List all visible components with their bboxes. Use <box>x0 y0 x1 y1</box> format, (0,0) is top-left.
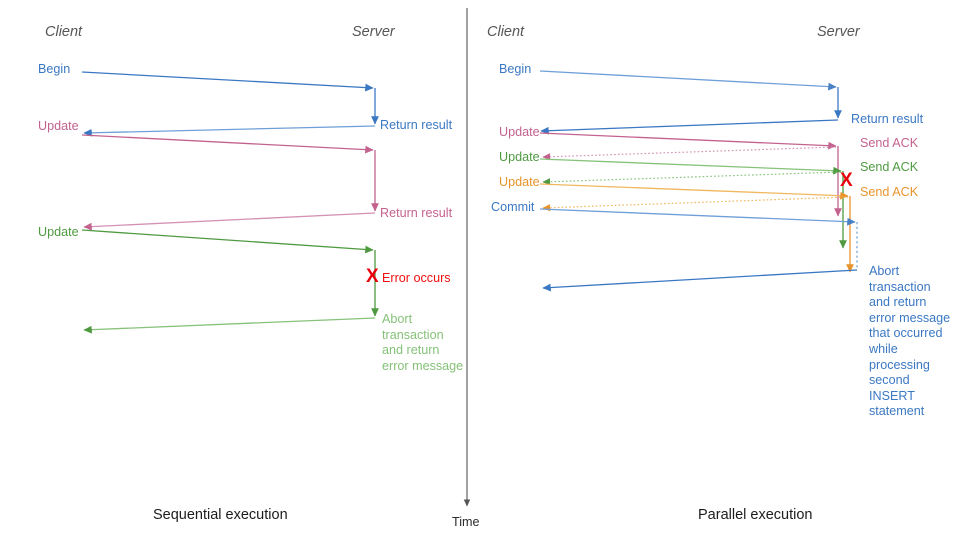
right-message-commit: Commit <box>491 200 535 214</box>
right-message-begin: Begin <box>499 62 532 76</box>
abort-line: Abort <box>382 312 413 326</box>
abort-line: and return <box>869 295 927 310</box>
right-panel-caption: Parallel execution <box>698 507 813 523</box>
abort-line: transaction <box>382 327 444 342</box>
abort-line: that occurred <box>869 326 943 341</box>
abort-line: error message <box>869 310 951 325</box>
left-message-begin: Begin <box>38 62 71 76</box>
abort-line: second <box>869 373 910 388</box>
right-flow-begin <box>539 70 842 135</box>
left-reply-return-result-1: Return result <box>380 118 453 132</box>
right-flow-update-2 <box>539 158 847 249</box>
right-reply-send-ack-2: Send ACK <box>860 160 919 174</box>
left-message-update-1: Update <box>38 119 79 133</box>
right-reply-send-ack-1: Send ACK <box>860 136 919 150</box>
left-panel-caption: Sequential execution <box>153 507 288 523</box>
abort-line: INSERT <box>869 388 915 403</box>
left-error-label: Error occurs <box>382 271 451 285</box>
left-error-x-icon: X <box>366 266 379 287</box>
left-flow-update-1 <box>81 134 379 231</box>
right-flow-commit <box>539 208 858 292</box>
left-reply-return-result-2: Return result <box>380 206 453 220</box>
right-reply-return-result: Return result <box>851 112 924 126</box>
right-error-x-icon: X <box>840 170 853 191</box>
right-message-update-2: Update <box>499 150 540 164</box>
abort-line: while <box>869 341 898 356</box>
right-message-update-3: Update <box>499 175 540 189</box>
left-flow-update-2 <box>81 229 379 334</box>
abort-line: Abort <box>869 264 900 278</box>
right-flow-update-3 <box>539 183 854 273</box>
abort-line: transaction <box>869 279 931 294</box>
abort-line: and return <box>382 343 440 358</box>
time-axis-label: Time <box>452 515 480 529</box>
right-lane-client-header: Client <box>487 24 525 40</box>
right-flow-update-1 <box>539 132 842 217</box>
left-lane-client-header: Client <box>45 24 83 40</box>
right-reply-send-ack-3: Send ACK <box>860 185 919 199</box>
abort-line: statement <box>869 404 925 419</box>
abort-line: processing <box>869 357 930 372</box>
left-lane-server-header: Server <box>352 24 395 40</box>
abort-line: error message <box>382 358 464 373</box>
left-flow-begin <box>81 71 379 137</box>
right-lane-server-header: Server <box>817 24 860 40</box>
right-message-update-1: Update <box>499 125 540 139</box>
left-message-update-2: Update <box>38 225 79 239</box>
